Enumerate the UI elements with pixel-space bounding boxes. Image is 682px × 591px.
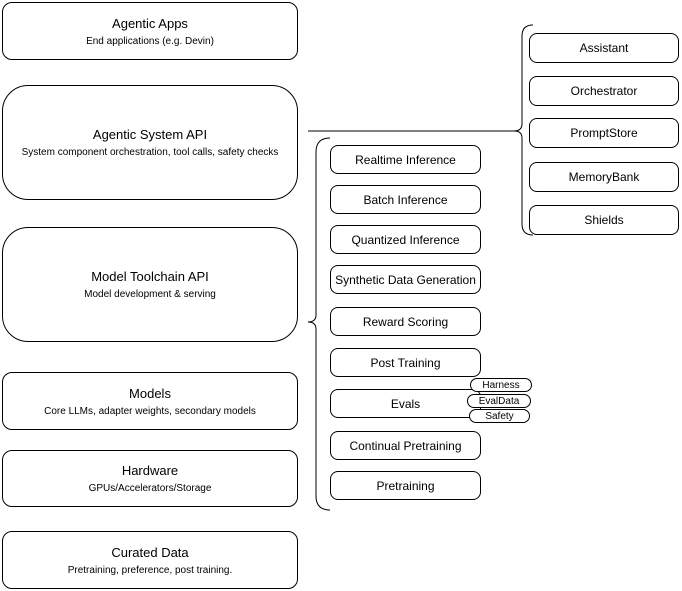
service-box-continual-pretraining: Continual Pretraining xyxy=(330,431,481,460)
tag-label: Harness xyxy=(482,379,520,391)
evals-tag-safety: Safety xyxy=(469,409,530,423)
layer-title: Curated Data xyxy=(111,544,189,560)
layer-box-agentic-system-api: Agentic System API System component orch… xyxy=(2,85,298,200)
service-box-evals: Evals xyxy=(330,389,481,418)
layer-box-hardware: Hardware GPUs/Accelerators/Storage xyxy=(2,450,298,507)
service-label: Quantized Inference xyxy=(351,232,460,247)
layer-title: Models xyxy=(129,385,171,401)
component-label: Orchestrator xyxy=(570,84,638,98)
layer-box-agentic-apps: Agentic Apps End applications (e.g. Devi… xyxy=(2,2,298,60)
component-box-assistant: Assistant xyxy=(529,33,679,63)
service-label: Realtime Inference xyxy=(355,152,456,167)
layer-box-model-toolchain-api: Model Toolchain API Model development & … xyxy=(2,227,298,342)
layer-subtitle: End applications (e.g. Devin) xyxy=(86,35,214,47)
component-label: PromptStore xyxy=(570,126,638,140)
layer-title: Agentic Apps xyxy=(112,15,188,31)
toolchain-brace xyxy=(307,137,331,511)
evals-tag-harness: Harness xyxy=(470,378,532,392)
service-box-synthetic-data-generation: Synthetic Data Generation xyxy=(330,265,481,294)
component-label: MemoryBank xyxy=(568,170,640,184)
api-to-components-connector-line xyxy=(308,130,514,132)
component-box-promptstore: PromptStore xyxy=(529,118,679,148)
service-label: Post Training xyxy=(370,355,441,370)
service-box-quantized-inference: Quantized Inference xyxy=(330,225,481,254)
layer-subtitle: System component orchestration, tool cal… xyxy=(21,147,279,158)
layer-title: Agentic System API xyxy=(92,127,208,142)
service-label: Pretraining xyxy=(376,478,435,493)
service-box-pretraining: Pretraining xyxy=(330,471,481,500)
evals-tag-evaldata: EvalData xyxy=(467,394,531,408)
service-box-reward-scoring: Reward Scoring xyxy=(330,307,481,336)
component-label: Shields xyxy=(584,213,624,227)
layer-title: Model Toolchain API xyxy=(91,269,209,284)
service-box-post-training: Post Training xyxy=(330,348,481,377)
tag-label: EvalData xyxy=(478,395,520,407)
service-box-realtime-inference: Realtime Inference xyxy=(330,145,481,174)
component-box-orchestrator: Orchestrator xyxy=(529,76,679,106)
tag-label: Safety xyxy=(485,410,514,422)
layer-subtitle: Model development & serving xyxy=(84,289,216,300)
service-label: Continual Pretraining xyxy=(349,438,462,453)
layer-subtitle: GPUs/Accelerators/Storage xyxy=(88,483,212,494)
component-box-shields: Shields xyxy=(529,205,679,235)
service-label: Synthetic Data Generation xyxy=(335,272,476,287)
layer-subtitle: Core LLMs, adapter weights, secondary mo… xyxy=(44,405,256,417)
service-box-batch-inference: Batch Inference xyxy=(330,185,481,214)
component-label: Assistant xyxy=(579,41,629,55)
service-label: Batch Inference xyxy=(363,192,448,207)
layer-box-models: Models Core LLMs, adapter weights, secon… xyxy=(2,372,298,430)
service-label: Evals xyxy=(390,396,421,411)
service-label: Reward Scoring xyxy=(362,314,449,329)
layer-subtitle: Pretraining, preference, post training. xyxy=(67,564,233,576)
component-box-memorybank: MemoryBank xyxy=(529,162,679,192)
layer-title: Hardware xyxy=(121,463,179,478)
layer-box-curated-data: Curated Data Pretraining, preference, po… xyxy=(2,531,298,589)
